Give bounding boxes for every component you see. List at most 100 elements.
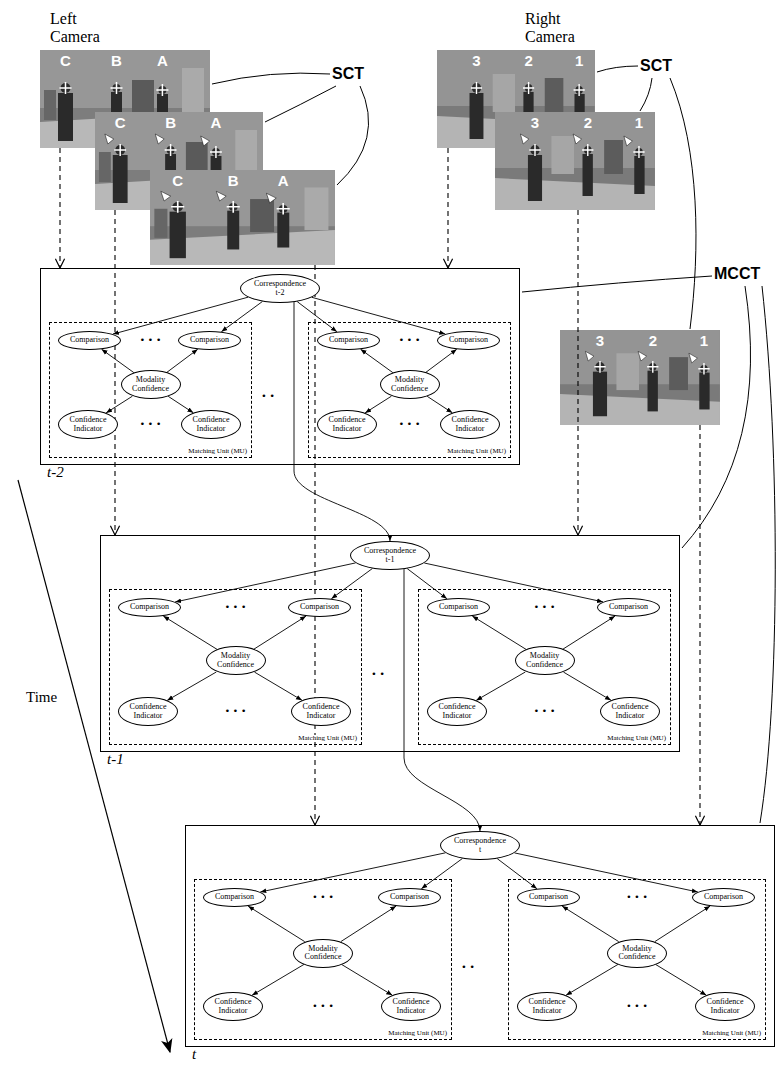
variable-node: Confidence Indicator <box>118 697 178 726</box>
camera-image <box>560 330 720 425</box>
unit-label: Matching Unit (MU) <box>187 448 248 455</box>
dependency-arrow <box>472 616 526 649</box>
dependency-arrow <box>426 349 457 372</box>
dependency-arrow <box>168 396 193 413</box>
dependency-arrow <box>476 672 525 700</box>
dependency-arrow <box>175 563 356 602</box>
dependency-arrow <box>566 964 618 995</box>
ellipsis: • • • <box>398 420 422 429</box>
node-label: Confidence Indicator <box>303 703 340 720</box>
ellipsis: • • <box>460 963 475 972</box>
variable-node: Comparison <box>178 331 241 350</box>
variable-node: Confidence Indicator <box>600 697 660 726</box>
dependency-arrow <box>252 964 304 995</box>
data-flow-arrow <box>114 210 115 535</box>
dependency-arrow <box>427 396 452 413</box>
node-label: Comparison <box>390 893 429 901</box>
dependency-arrow <box>106 396 132 413</box>
axis-label: Time <box>26 690 57 705</box>
correspondence-node: Correspondence t-2 <box>240 274 320 303</box>
variable-node: Modality Confidence <box>515 646 575 675</box>
ellipsis: • • • <box>398 336 422 345</box>
target-label: 2 <box>584 115 592 130</box>
correspondence-node: Correspondence t-1 <box>350 541 430 570</box>
node-label: Correspondence t-1 <box>364 547 416 564</box>
node-label: Correspondence t-2 <box>254 280 306 297</box>
dependency-arrow <box>562 906 619 942</box>
target-label: C <box>115 115 126 130</box>
matching-unit-box: Matching Unit (MU)ComparisonComparisonMo… <box>308 322 511 458</box>
data-flow-arrow <box>59 148 60 268</box>
target-label: 3 <box>596 333 604 348</box>
unit-label: Matching Unit (MU) <box>606 735 667 742</box>
data-flow-arrow <box>447 148 448 268</box>
time-slice-box: t-2Correspondence t-2Matching Unit (MU)C… <box>40 268 520 465</box>
target-label: A <box>278 173 289 188</box>
unit-label: Matching Unit (MU) <box>387 1030 448 1037</box>
camera-frame: 321 <box>437 50 595 148</box>
target-label: C <box>60 53 71 68</box>
node-label: Confidence Indicator <box>329 416 366 433</box>
node-label: Correspondence t <box>454 837 506 854</box>
node-label: Confidence Indicator <box>70 416 107 433</box>
node-label: Comparison <box>329 336 368 344</box>
variable-node: Comparison <box>203 888 266 907</box>
time-step-label: t-1 <box>107 752 124 767</box>
ellipsis: • • • <box>224 707 248 716</box>
node-label: Modality Confidence <box>305 945 342 962</box>
dependency-arrow <box>424 563 603 602</box>
time-step-label: t-2 <box>47 465 64 480</box>
variable-node: Modality Confidence <box>121 370 181 399</box>
target-label: 3 <box>531 115 539 130</box>
variable-node: Confidence Indicator <box>695 992 755 1021</box>
dependency-arrow <box>564 672 612 700</box>
matching-unit-box: Matching Unit (MU)ComparisonComparisonMo… <box>49 322 252 458</box>
dependency-arrow <box>163 616 217 649</box>
ellipsis: • • • <box>533 707 557 716</box>
time-step-label: t <box>192 1047 196 1062</box>
variable-node: Confidence Indicator <box>517 992 577 1021</box>
node-label: Comparison <box>130 603 169 611</box>
dependency-arrow <box>655 906 710 941</box>
target-label: A <box>211 115 222 130</box>
target-label: C <box>172 173 183 188</box>
dependency-arrow <box>260 853 445 892</box>
camera-label: Left Camera <box>50 10 100 47</box>
ellipsis: • • <box>260 392 275 401</box>
variable-node: Confidence Indicator <box>381 992 441 1021</box>
dependency-arrow <box>102 349 134 372</box>
node-label: Modality Confidence <box>619 945 656 962</box>
dependency-arrow <box>113 297 248 334</box>
variable-node: Confidence Indicator <box>427 697 487 726</box>
node-label: Comparison <box>300 603 339 611</box>
target-label: 1 <box>635 115 643 130</box>
ellipsis: • • <box>370 670 385 679</box>
variable-node: Comparison <box>288 598 351 617</box>
time-slice-box: t-1Correspondence t-1Matching Unit (MU)C… <box>100 535 680 752</box>
node-label: Modality Confidence <box>217 652 254 669</box>
data-flow-arrow <box>577 210 578 535</box>
target-label: 1 <box>700 333 708 348</box>
time-slice-box: tCorrespondence tMatching Unit (MU)Compa… <box>185 825 775 1047</box>
target-label: A <box>157 53 168 68</box>
target-label: 2 <box>649 333 657 348</box>
node-label: Comparison <box>704 893 743 901</box>
ellipsis: • • • <box>311 1002 335 1011</box>
target-label: B <box>111 53 122 68</box>
camera-frame: 3 2 1 <box>495 112 655 210</box>
node-label: Confidence Indicator <box>439 703 476 720</box>
variable-node: Confidence Indicator <box>291 697 351 726</box>
node-label: Confidence Indicator <box>215 998 252 1015</box>
camera-frame: C B A <box>95 112 263 210</box>
unit-label: Matching Unit (MU) <box>701 1030 762 1037</box>
correspondence-node: Correspondence t <box>440 831 520 860</box>
node-label: Comparison <box>215 893 254 901</box>
node-label: Comparison <box>529 893 568 901</box>
target-label: B <box>228 173 239 188</box>
dependency-arrow <box>365 396 391 413</box>
method-label: SCT <box>332 66 364 82</box>
ellipsis: • • • <box>533 603 557 612</box>
dependency-arrow <box>221 302 262 332</box>
dependency-arrow <box>407 569 447 599</box>
